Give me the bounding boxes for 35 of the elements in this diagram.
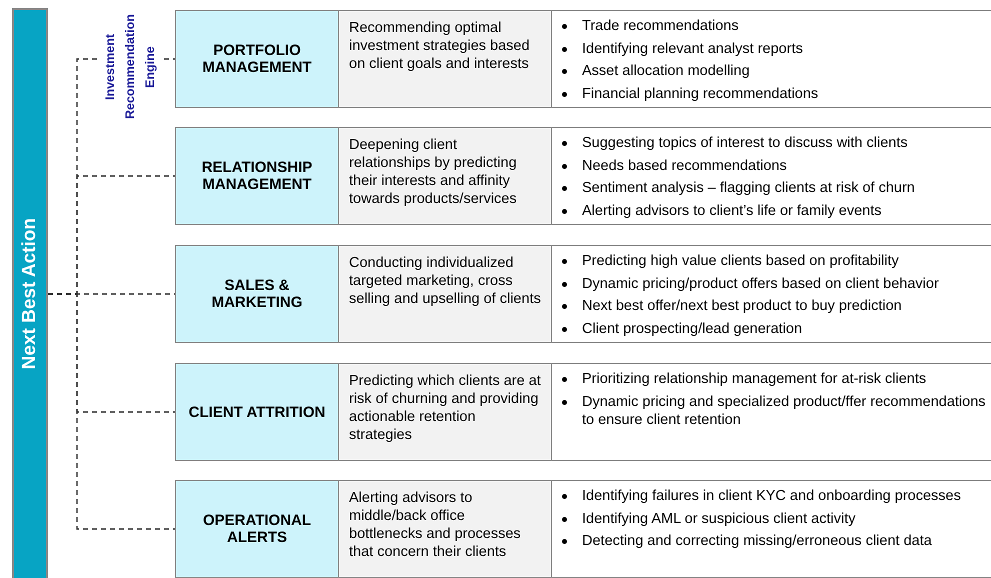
- bullet-text: Identifying relevant analyst reports: [582, 40, 803, 56]
- bullet-text: Needs based recommendations: [582, 158, 787, 174]
- bullet-list-box: [551, 127, 991, 225]
- description-box: Recommending optimal investment strategies based on client goals and interests: [338, 10, 552, 108]
- bullet-text: Detecting and correcting missing/erroneous client data: [582, 533, 932, 549]
- bullet-text: Next best offer/next best product to buy prediction: [582, 298, 902, 314]
- description-box: Predicting which clients are at risk of churning and providing actionable retention strategies: [338, 363, 552, 461]
- bullet-list-box: [551, 245, 991, 343]
- category-bar: [12, 8, 48, 578]
- category-box: OPERATIONAL ALERTS: [175, 480, 339, 578]
- category-box: SALES & MARKETING: [175, 245, 339, 343]
- bullet-text: Dynamic pricing and specialized product/ffer recommendations to ensure client retention: [582, 394, 986, 428]
- bullet-text: Identifying AML or suspicious client activity: [582, 510, 856, 526]
- dashed-connector: [48, 293, 175, 530]
- description-box: Alerting advisors to middle/back office bottlenecks and processes that concern their clients: [338, 480, 552, 578]
- bullet-text: Financial planning recommendations: [582, 86, 818, 102]
- description-box: Deepening client relationships by predicting their interests and affinity towards products/services: [338, 127, 552, 225]
- category-box: CLIENT ATTRITION: [175, 363, 339, 461]
- category-box: PORTFOLIO MANAGEMENT: [175, 10, 339, 108]
- bullet-text: Client prospecting/lead generation: [582, 320, 802, 336]
- bullet-text: Suggesting topics of interest to discuss with clients: [582, 135, 908, 151]
- bar-title: Next Best Action: [19, 218, 41, 370]
- bullet-list-box: [551, 363, 991, 461]
- category-box: RELATIONSHIP MANAGEMENT: [175, 127, 339, 225]
- bullet-text: Alerting advisors to client’s life or family events: [582, 202, 882, 218]
- bullet-list-box: [551, 480, 991, 578]
- bullet-text: Trade recommendations: [582, 18, 739, 34]
- bullet-text: Asset allocation modelling: [582, 63, 750, 79]
- description-box: Conducting individualized targeted marketing, cross selling and upselling of clients: [338, 245, 552, 343]
- bullet-text: Prioritizing relationship management for at-risk clients: [582, 371, 926, 387]
- bullet-text: Predicting high value clients based on profitability: [582, 253, 899, 269]
- bullet-text: Dynamic pricing/product offers based on client behavior: [582, 276, 939, 292]
- bullet-text: Identifying failures in client KYC and onboarding processes: [582, 488, 961, 504]
- bullet-text: Sentiment analysis – flagging clients at risk of churn: [582, 180, 915, 196]
- bullet-list-box: [551, 10, 991, 108]
